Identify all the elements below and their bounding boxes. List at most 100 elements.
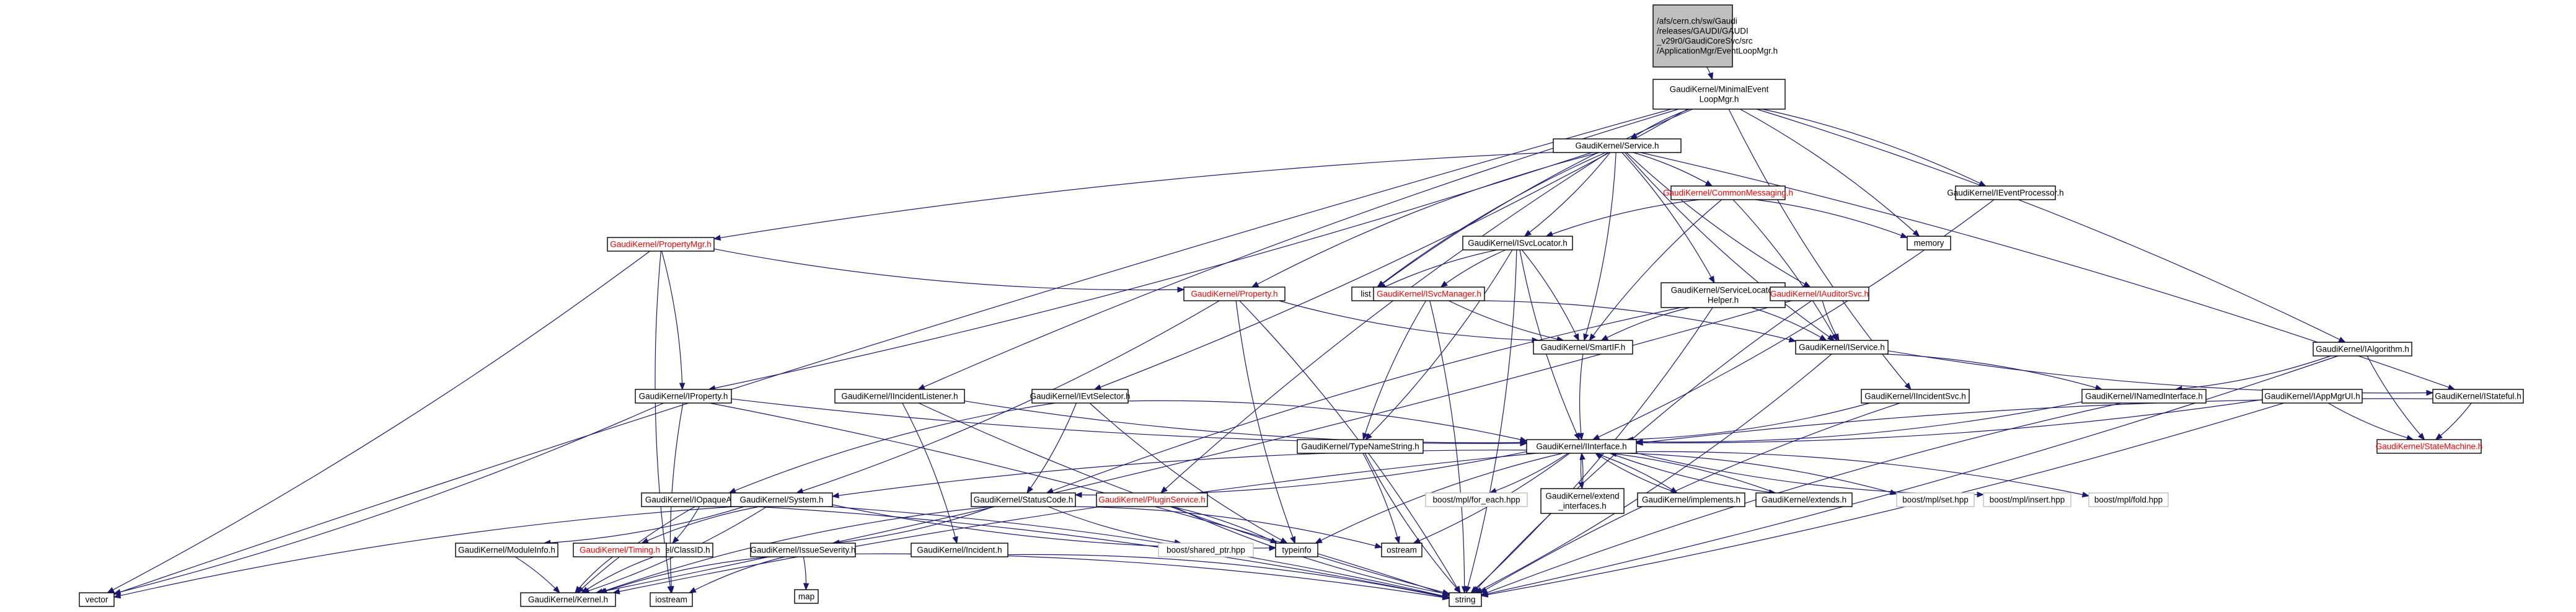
node-inamedinterface[interactable]: GaudiKernel/INamedInterface.h	[2081, 389, 2207, 404]
arrowhead-pluginservice-to-typeinfo	[1269, 538, 1278, 544]
node-label-timing: GaudiKernel/Timing.h	[580, 545, 660, 554]
arrowhead-service-to-svclocatorhelper	[1708, 275, 1715, 284]
arrowhead-isvcmanager-to-typenamestring	[1362, 432, 1369, 441]
node-propertymgr[interactable]: GaudiKernel/PropertyMgr.h	[607, 237, 715, 252]
node-map[interactable]: map	[794, 589, 819, 604]
node-iservice[interactable]: GaudiKernel/IService.h	[1795, 340, 1889, 355]
node-moduleinfo[interactable]: GaudiKernel/ModuleInfo.h	[455, 543, 558, 557]
node-isvclocator[interactable]: GaudiKernel/ISvcLocator.h	[1462, 236, 1573, 251]
node-label-moduleinfo: GaudiKernel/ModuleInfo.h	[458, 545, 555, 554]
arrowhead-ieventproc-to-iinterface	[1592, 434, 1600, 440]
node-mplfold[interactable]: boost/mpl/fold.hpp	[2088, 492, 2169, 507]
arrowhead-iauditorsvc-to-iservice	[1833, 333, 1840, 342]
node-label-memory: memory	[1914, 238, 1944, 247]
arrowhead-root-to-minimal	[1707, 72, 1714, 81]
node-statemachine[interactable]: GaudiKernel/StateMachine.h	[2376, 439, 2483, 454]
edge-iproperty-to-string	[709, 402, 1450, 596]
node-label-system: GaudiKernel/System.h	[739, 495, 823, 504]
node-string[interactable]: string	[1449, 592, 1482, 607]
node-pluginservice[interactable]: GaudiKernel/PluginService.h	[1096, 492, 1208, 507]
node-service[interactable]: GaudiKernel/Service.h	[1553, 138, 1682, 153]
node-label-ialgorithm: GaudiKernel/IAlgorithm.h	[2316, 344, 2409, 353]
arrowhead-iinterface-to-statuscode	[1074, 492, 1082, 498]
arrowhead-iauditorsvc-to-string	[1472, 586, 1480, 593]
arrowhead-ievtselector-to-statuscode	[1026, 486, 1033, 494]
node-iinterface[interactable]: GaudiKernel/IInterface.h	[1526, 439, 1637, 454]
node-ieventproc[interactable]: GaudiKernel/IEventProcessor.h	[1947, 185, 2064, 200]
edge-iinterface-to-foreach	[1489, 453, 1569, 494]
node-iappmgrui[interactable]: GaudiKernel/IAppMgrUI.h	[2262, 389, 2363, 404]
arrowhead-commonmsg-to-smartif	[1589, 333, 1596, 342]
node-label-root: _v29r0/GaudiCoreSvc/src	[1656, 36, 1753, 45]
node-iincidentlistener[interactable]: GaudiKernel/IIncidentListener.h	[834, 389, 965, 404]
edge-service-to-svclocatorhelper	[1621, 152, 1715, 283]
arrowhead-service-to-istateful	[2447, 384, 2456, 390]
node-iproperty[interactable]: GaudiKernel/IProperty.h	[635, 389, 732, 404]
edge-minimal-to-memory	[1740, 109, 1920, 237]
node-box-extends	[1755, 492, 1853, 507]
edge-iauditorsvc-to-string	[1473, 300, 1812, 593]
arrowhead-iinterface-to-foreach	[1489, 487, 1498, 494]
node-foreach[interactable]: boost/mpl/for_each.hpp	[1425, 492, 1528, 507]
node-timing[interactable]: GaudiKernel/Timing.h	[573, 543, 667, 557]
edge-minimal-to-ialgorithm	[1756, 109, 2345, 343]
edge-iinterface-to-system	[832, 450, 1527, 497]
node-extends[interactable]: GaudiKernel/extends.h	[1755, 492, 1853, 507]
arrowhead-iproperty-to-iostream	[668, 586, 674, 594]
node-iauditorsvc[interactable]: GaudiKernel/IAuditorSvc.h	[1770, 286, 1869, 301]
node-commonmsg[interactable]: GaudiKernel/CommonMessaging.h	[1663, 185, 1793, 200]
node-box-extendinterfaces	[1540, 488, 1625, 514]
node-list[interactable]: list	[1351, 286, 1380, 301]
node-isvcmanager[interactable]: GaudiKernel/ISvcManager.h	[1373, 286, 1485, 301]
node-ievtselector[interactable]: GaudiKernel/IEvtSelector.h	[1030, 389, 1131, 404]
node-memory[interactable]: memory	[1907, 236, 1951, 251]
node-ialgorithm[interactable]: GaudiKernel/IAlgorithm.h	[2313, 342, 2412, 357]
node-sharedptr[interactable]: boost/shared_ptr.hpp	[1158, 543, 1254, 557]
node-incident[interactable]: GaudiKernel/Incident.h	[911, 543, 1008, 557]
node-typenamestring[interactable]: GaudiKernel/TypeNameString.h	[1297, 439, 1424, 454]
node-box-svclocatorhelper	[1661, 282, 1786, 308]
node-label-root: /releases/GAUDI/GAUDI	[1657, 26, 1749, 35]
node-property[interactable]: GaudiKernel/Property.h	[1183, 286, 1286, 301]
node-mplset[interactable]: boost/mpl/set.hpp	[1896, 492, 1975, 507]
node-mplinsert[interactable]: boost/mpl/insert.hpp	[1983, 492, 2071, 507]
node-box-map	[794, 589, 819, 604]
node-vector[interactable]: vector	[79, 592, 115, 607]
node-iincidentsvc[interactable]: GaudiKernel/IIncidentSvc.h	[1861, 389, 1970, 404]
edge-propertymgr-to-iostream	[655, 251, 672, 593]
edge-service-to-property	[1251, 152, 1600, 288]
edge-typenamestring-to-ostream	[1362, 453, 1400, 544]
edge-minimal-to-list	[1377, 109, 1693, 288]
node-issueseverity[interactable]: GaudiKernel/IssueSeverity.h	[750, 543, 856, 557]
node-box-service	[1553, 138, 1682, 153]
node-box-system	[730, 492, 833, 507]
edge-statuscode-to-kernel	[599, 506, 992, 593]
arrowhead-propertymgr-to-iproperty	[679, 383, 686, 391]
node-iostream[interactable]: iostream	[650, 592, 693, 607]
arrowhead-issueseverity-to-map	[803, 583, 809, 591]
node-label-propertymgr: GaudiKernel/PropertyMgr.h	[610, 239, 712, 249]
arrowhead-commonmsg-to-isvclocator	[1545, 231, 1554, 237]
edge-system-to-timing	[642, 506, 760, 544]
edge-system-to-moduleinfo	[544, 506, 744, 544]
arrowhead-minimal-to-iincidentsvc	[1904, 382, 1912, 391]
node-statuscode[interactable]: GaudiKernel/StatusCode.h	[971, 492, 1076, 507]
node-kernel[interactable]: GaudiKernel/Kernel.h	[520, 592, 616, 607]
node-box-vector	[79, 592, 115, 607]
edge-isvclocator-to-list	[1379, 249, 1498, 290]
node-implements[interactable]: GaudiKernel/implements.h	[1637, 492, 1745, 507]
node-extendinterfaces[interactable]: GaudiKernel/extend_interfaces.h	[1540, 488, 1625, 514]
node-system[interactable]: GaudiKernel/System.h	[730, 492, 833, 507]
node-typeinfo[interactable]: typeinfo	[1275, 543, 1318, 557]
edge-ievtselector-to-iinterface	[1127, 400, 1527, 441]
node-root[interactable]: /afs/cern.ch/sw/Gaudi/releases/GAUDI/GAU…	[1652, 4, 1778, 68]
node-ostream[interactable]: ostream	[1381, 543, 1423, 557]
node-label-iostream: iostream	[655, 595, 687, 604]
node-label-service: GaudiKernel/Service.h	[1575, 141, 1659, 150]
edge-service-to-iservice	[1624, 152, 1835, 341]
node-istateful[interactable]: GaudiKernel/IStateful.h	[2432, 389, 2524, 404]
node-smartif[interactable]: GaudiKernel/SmartIF.h	[1533, 340, 1633, 355]
edge-system-to-string	[828, 506, 1450, 598]
